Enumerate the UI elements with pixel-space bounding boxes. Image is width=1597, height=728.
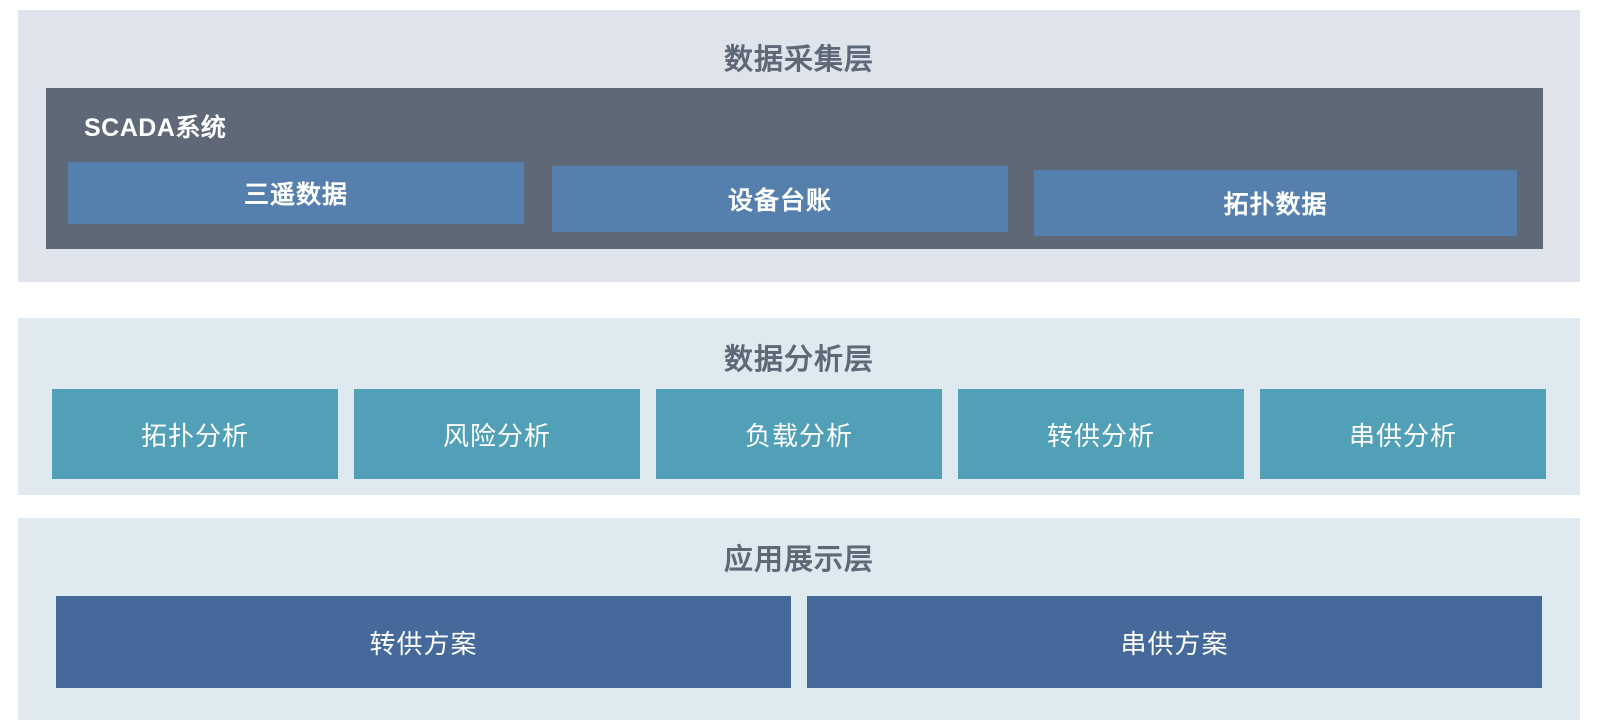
analysis-box-risk[interactable]: 风险分析	[354, 389, 640, 479]
layer-title-application-display: 应用展示层	[723, 544, 874, 576]
scada-box-equipment-ledger[interactable]: 设备台账	[552, 166, 1008, 232]
scada-system-panel: SCADA系统 三遥数据 设备台账 拓扑数据	[46, 88, 1543, 249]
application-box-transfer-supply-plan[interactable]: 转供方案	[56, 596, 791, 688]
layer-application-display: 应用展示层 转供方案 串供方案	[18, 518, 1580, 720]
scada-box-topology-data[interactable]: 拓扑数据	[1034, 170, 1517, 236]
scada-box-telemetry[interactable]: 三遥数据	[68, 162, 524, 224]
analysis-box-series-supply[interactable]: 串供分析	[1260, 389, 1546, 479]
analysis-box-transfer-supply[interactable]: 转供分析	[958, 389, 1244, 479]
layer-data-collection: 数据采集层 SCADA系统 三遥数据 设备台账 拓扑数据	[18, 10, 1580, 282]
analysis-box-group: 拓扑分析 风险分析 负载分析 转供分析 串供分析	[52, 389, 1546, 479]
scada-system-title: SCADA系统	[84, 114, 227, 142]
scada-box-group: 三遥数据 设备台账 拓扑数据	[68, 162, 1521, 236]
layer-title-data-analysis: 数据分析层	[723, 344, 874, 376]
layer-title-data-collection: 数据采集层	[723, 44, 874, 76]
layer-data-analysis: 数据分析层 拓扑分析 风险分析 负载分析 转供分析 串供分析	[18, 318, 1580, 495]
application-box-group: 转供方案 串供方案	[56, 596, 1542, 688]
application-box-series-supply-plan[interactable]: 串供方案	[807, 596, 1542, 688]
analysis-box-topology[interactable]: 拓扑分析	[52, 389, 338, 479]
analysis-box-load[interactable]: 负载分析	[656, 389, 942, 479]
